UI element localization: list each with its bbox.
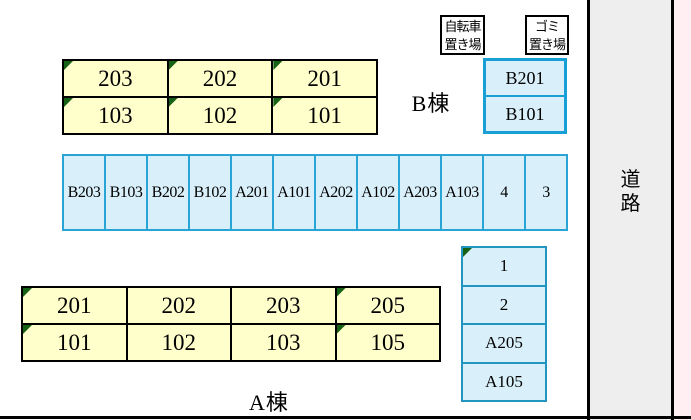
parking-spot-label: A101 [277, 183, 311, 201]
road-strip: 道 路 [587, 0, 674, 420]
a-building-label: A棟 [249, 390, 289, 415]
room-number: 203 [266, 292, 301, 318]
room-cell: 101 [23, 325, 126, 360]
room-cell: 102 [127, 325, 230, 360]
room-number: 201 [307, 65, 342, 91]
right-edge-strip [674, 0, 691, 420]
corner-marker-icon [273, 98, 283, 107]
road-label-char1: 道 [620, 169, 641, 191]
corner-marker-icon [64, 61, 73, 70]
parking-spot-label: B103 [109, 183, 143, 201]
parking-spot-label: B202 [151, 183, 185, 201]
room-cell: 202 [168, 61, 272, 96]
parking-spot-label: B201 [505, 67, 545, 88]
garbage-area-label-line1: ゴミ [534, 19, 560, 34]
parking-cell: B101 [486, 97, 564, 131]
bicycle-shed-box: 自転車 置き場 [440, 15, 485, 55]
parking-cell: A203 [400, 156, 440, 229]
room-number: 102 [202, 102, 238, 128]
parking-cell: A202 [316, 156, 356, 229]
corner-marker-icon [64, 98, 73, 107]
room-cell: 101 [273, 98, 376, 133]
parking-cell: 3 [526, 156, 566, 229]
parking-spot-label: A202 [319, 183, 353, 201]
room-number: 103 [266, 329, 301, 355]
room-cell: 203 [64, 61, 167, 96]
room-number: 202 [202, 65, 238, 91]
parking-spot-label: 3 [542, 183, 550, 201]
garbage-area-box: ゴミ 置き場 [525, 15, 569, 55]
a-building-room-table: 201 202 203 205 101 102 103 105 [21, 286, 441, 362]
room-number: 202 [161, 292, 197, 318]
corner-marker-icon [168, 61, 178, 70]
parking-spot-label: A203 [403, 183, 437, 201]
corner-marker-icon [168, 98, 178, 107]
parking-spot-label: A201 [235, 183, 269, 201]
parking-cell: A102 [358, 156, 398, 229]
parking-cell: B202 [148, 156, 188, 229]
corner-marker-icon [463, 248, 472, 257]
garbage-area-label-line2: 置き場 [528, 37, 566, 52]
parking-spot-label: 4 [500, 183, 508, 201]
b-building-room-table: 203 202 201 103 102 101 [62, 59, 378, 135]
room-number: 205 [370, 292, 406, 318]
bicycle-shed-label-line1: 自転車 [444, 19, 481, 34]
room-cell: 102 [168, 98, 272, 133]
room-cell: 203 [232, 288, 335, 323]
parking-cell: A201 [232, 156, 272, 229]
room-number: 105 [370, 329, 406, 355]
parking-row: B203 B103 B202 B102 A201 A101 A202 A102 … [62, 154, 568, 231]
room-number: 201 [57, 292, 92, 318]
parking-spot-label: 2 [499, 294, 509, 314]
parking-spot-label: B102 [193, 183, 227, 201]
room-number: 101 [57, 329, 92, 355]
parking-cell: B103 [106, 156, 146, 229]
b-building-label: B棟 [411, 91, 451, 116]
parking-spot-label: A103 [445, 183, 479, 201]
bicycle-shed-label-line2: 置き場 [444, 37, 481, 52]
corner-marker-icon [273, 61, 283, 70]
parking-spot-label: A205 [485, 333, 523, 353]
room-cell: 205 [336, 288, 439, 323]
corner-marker-icon [23, 288, 32, 297]
parking-cell: 4 [484, 156, 524, 229]
room-number: 101 [307, 102, 342, 128]
room-cell: 201 [23, 288, 126, 323]
room-cell: 202 [127, 288, 230, 323]
parking-cell: A205 [463, 325, 545, 362]
corner-marker-icon [336, 325, 346, 334]
room-cell: 103 [64, 98, 167, 133]
corner-marker-icon [23, 325, 32, 334]
room-number: 102 [161, 329, 197, 355]
parking-cell: B203 [64, 156, 104, 229]
parking-spot-label: B101 [505, 103, 545, 124]
room-cell: 105 [336, 325, 439, 360]
parking-cell: 2 [463, 286, 545, 323]
parking-cell: 1 [463, 248, 545, 285]
b-parking-box: B201 B101 [483, 58, 567, 134]
room-number: 103 [98, 102, 133, 128]
bottom-boundary-line [0, 416, 691, 419]
parking-cell: B201 [486, 61, 564, 95]
room-cell: 103 [232, 325, 335, 360]
room-cell: 201 [273, 61, 376, 96]
parking-spot-label: B203 [67, 183, 101, 201]
road-label-char2: 路 [620, 193, 641, 215]
road-label: 道 路 [590, 168, 671, 216]
parking-cell: A103 [442, 156, 482, 229]
parking-cell: A101 [274, 156, 314, 229]
parking-cell: B102 [190, 156, 230, 229]
side-parking-column: 1 2 A205 A105 [461, 246, 547, 402]
parking-spot-label: 1 [499, 256, 509, 276]
parking-spot-label: A105 [485, 371, 523, 391]
parking-cell: A105 [463, 363, 545, 400]
parking-spot-label: A102 [361, 183, 395, 201]
corner-marker-icon [336, 288, 346, 297]
room-number: 203 [98, 65, 133, 91]
